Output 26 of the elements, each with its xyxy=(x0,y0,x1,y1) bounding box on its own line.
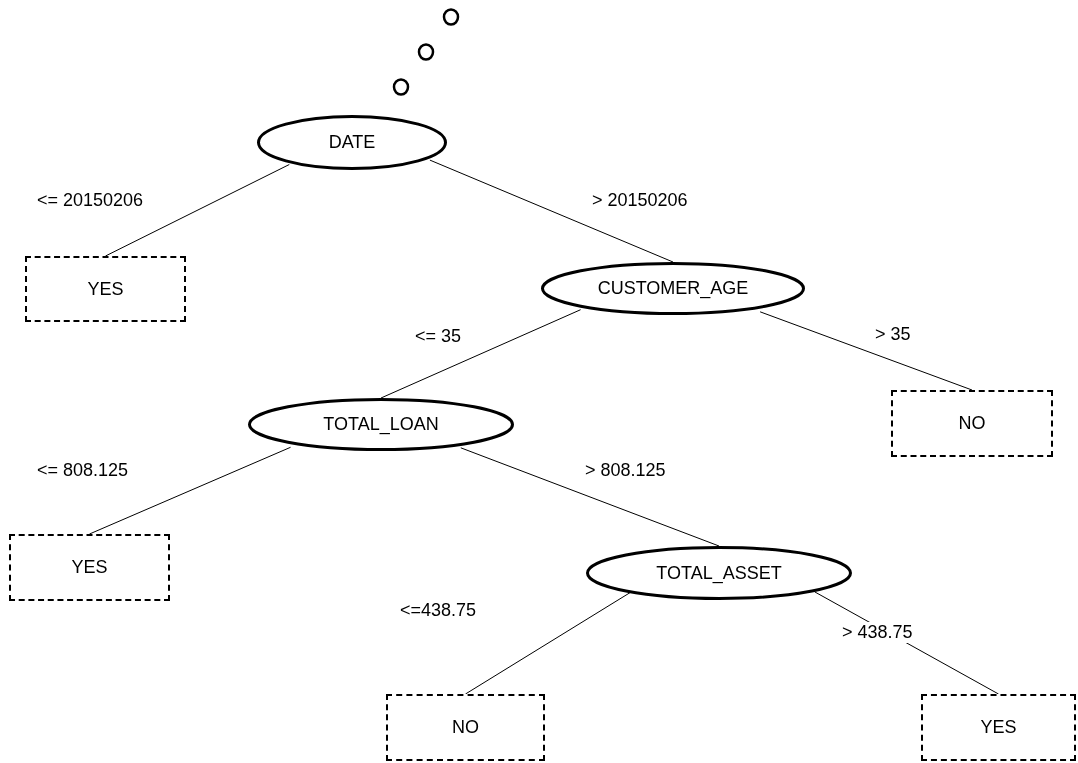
leaf-box xyxy=(386,694,545,761)
connector-line xyxy=(380,309,582,399)
connector-line xyxy=(465,591,632,695)
decision-ellipse xyxy=(586,546,852,600)
node-label: TOTAL_LOAN xyxy=(323,414,439,435)
connector-line xyxy=(759,311,973,391)
connector-line xyxy=(89,446,292,535)
connector-line xyxy=(105,164,290,257)
node-label: DATE xyxy=(328,132,376,153)
decision-ellipse xyxy=(257,115,447,170)
leaf-box xyxy=(9,534,170,601)
decision-ellipse xyxy=(248,398,514,451)
leaf-box xyxy=(891,390,1053,457)
connector-line xyxy=(460,447,720,547)
node-label: NO xyxy=(452,717,479,738)
node-label: NO xyxy=(958,413,986,434)
connector-line xyxy=(429,159,674,263)
edge-label: > 438.75 xyxy=(840,622,915,643)
node-label: YES xyxy=(980,717,1017,738)
decision-ellipse xyxy=(541,262,805,315)
node-label: TOTAL_ASSET xyxy=(656,562,782,584)
node-label: CUSTOMER_AGE xyxy=(597,278,749,299)
node-label: YES xyxy=(71,557,108,578)
leaf-box xyxy=(25,256,186,322)
leaf-box xyxy=(921,694,1076,761)
node-label: YES xyxy=(87,278,124,300)
